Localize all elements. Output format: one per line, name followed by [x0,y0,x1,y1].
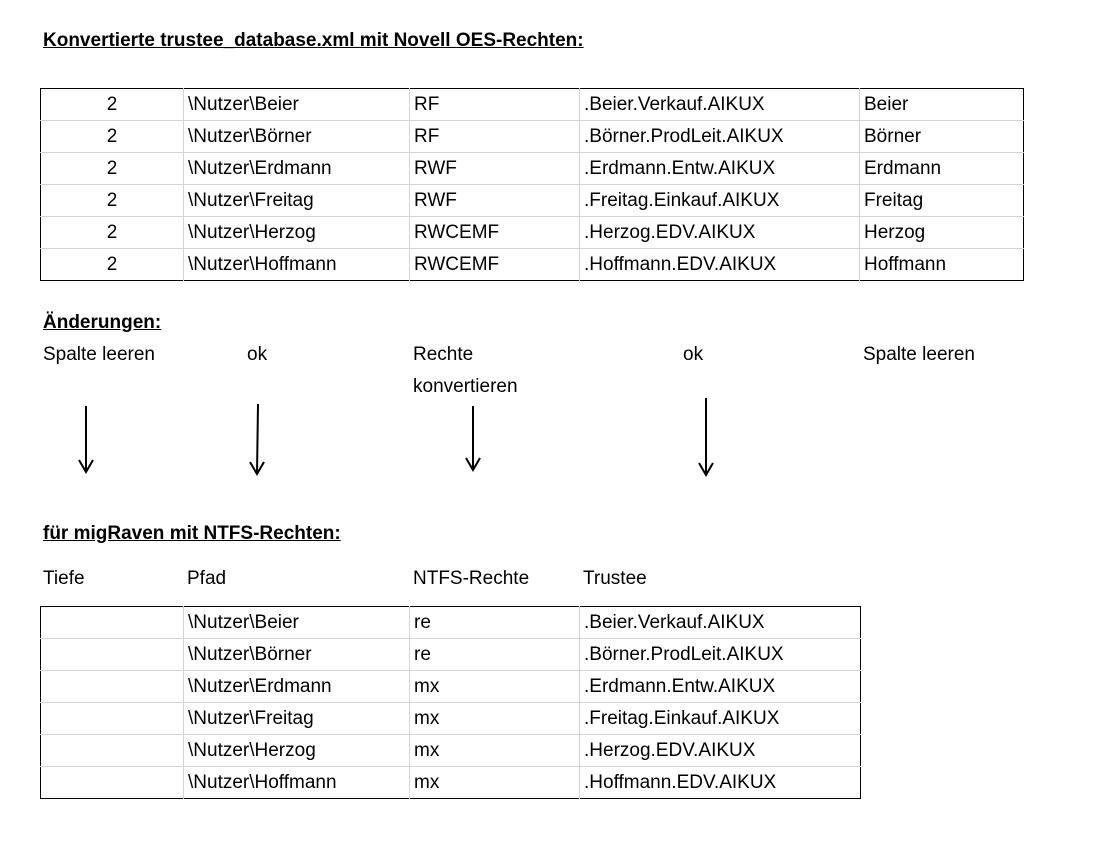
trustee-cell: .Freitag.Einkauf.AIKUX [579,184,860,217]
name-cell: Hoffmann [859,248,1024,281]
depth-cell: 2 [40,152,184,185]
ntfs-rights-cell: re [409,638,580,671]
depth-cell [40,670,184,703]
depth-cell: 2 [40,216,184,249]
ntfs-rights-cell: mx [409,670,580,703]
target-header-rights: NTFS-Rechte [413,568,530,589]
change-col3-label: Rechte [413,344,474,365]
down-arrow-icon [249,403,265,476]
heading-source: Konvertierte trustee_database.xml mit No… [43,30,584,51]
name-cell: Beier [859,88,1024,121]
path-cell: \Nutzer\Börner [183,120,410,153]
path-cell: \Nutzer\Erdmann [183,152,410,185]
heading-changes: Änderungen: [43,312,162,333]
down-arrow-icon [465,406,481,472]
name-cell: Erdmann [859,152,1024,185]
down-arrow-icon [698,398,714,477]
rights-cell: RWF [409,184,580,217]
ntfs-rights-cell: mx [409,734,580,767]
rights-cell: RF [409,120,580,153]
rights-cell: RWCEMF [409,248,580,281]
path-cell: \Nutzer\Freitag [183,184,410,217]
trustee-cell: .Freitag.Einkauf.AIKUX [579,702,861,735]
ntfs-rights-cell: re [409,606,580,639]
path-cell: \Nutzer\Herzog [183,216,410,249]
name-cell: Börner [859,120,1024,153]
path-cell: \Nutzer\Erdmann [183,670,410,703]
change-col2-label: ok [247,344,268,365]
trustee-cell: .Börner.ProdLeit.AIKUX [579,120,860,153]
path-cell: \Nutzer\Herzog [183,734,410,767]
path-cell: \Nutzer\Hoffmann [183,248,410,281]
trustee-cell: .Erdmann.Entw.AIKUX [579,152,860,185]
trustee-cell: .Hoffmann.EDV.AIKUX [579,766,861,799]
rights-cell: RWCEMF [409,216,580,249]
trustee-cell: .Beier.Verkauf.AIKUX [579,88,860,121]
depth-cell: 2 [40,184,184,217]
depth-cell [40,606,184,639]
rights-cell: RF [409,88,580,121]
change-col4-label: ok [683,344,704,365]
path-cell: \Nutzer\Freitag [183,702,410,735]
change-col3-label-line2: konvertieren [413,376,518,397]
depth-cell: 2 [40,120,184,153]
target-header-path: Pfad [187,568,227,589]
trustee-cell: .Herzog.EDV.AIKUX [579,734,861,767]
trustee-cell: .Erdmann.Entw.AIKUX [579,670,861,703]
rights-cell: RWF [409,152,580,185]
path-cell: \Nutzer\Börner [183,638,410,671]
trustee-cell: .Hoffmann.EDV.AIKUX [579,248,860,281]
name-cell: Freitag [859,184,1024,217]
path-cell: \Nutzer\Beier [183,606,410,639]
trustee-cell: .Beier.Verkauf.AIKUX [579,606,861,639]
target-header-trustee: Trustee [583,568,647,589]
path-cell: \Nutzer\Beier [183,88,410,121]
depth-cell [40,638,184,671]
depth-cell [40,702,184,735]
path-cell: \Nutzer\Hoffmann [183,766,410,799]
trustee-cell: .Herzog.EDV.AIKUX [579,216,860,249]
depth-cell: 2 [106,253,118,275]
depth-cell [41,767,184,799]
name-cell: Herzog [859,216,1024,249]
depth-cell [40,734,184,767]
trustee-cell: .Börner.ProdLeit.AIKUX [579,638,861,671]
ntfs-rights-cell: mx [409,702,580,735]
change-col5-label: Spalte leeren [863,344,975,365]
target-header-depth: Tiefe [43,568,85,589]
down-arrow-icon [78,406,94,474]
ntfs-rights-cell: mx [409,766,580,799]
heading-target: für migRaven mit NTFS-Rechten: [43,523,341,544]
depth-cell: 2 [40,88,184,121]
change-col1-label: Spalte leeren [43,344,155,365]
